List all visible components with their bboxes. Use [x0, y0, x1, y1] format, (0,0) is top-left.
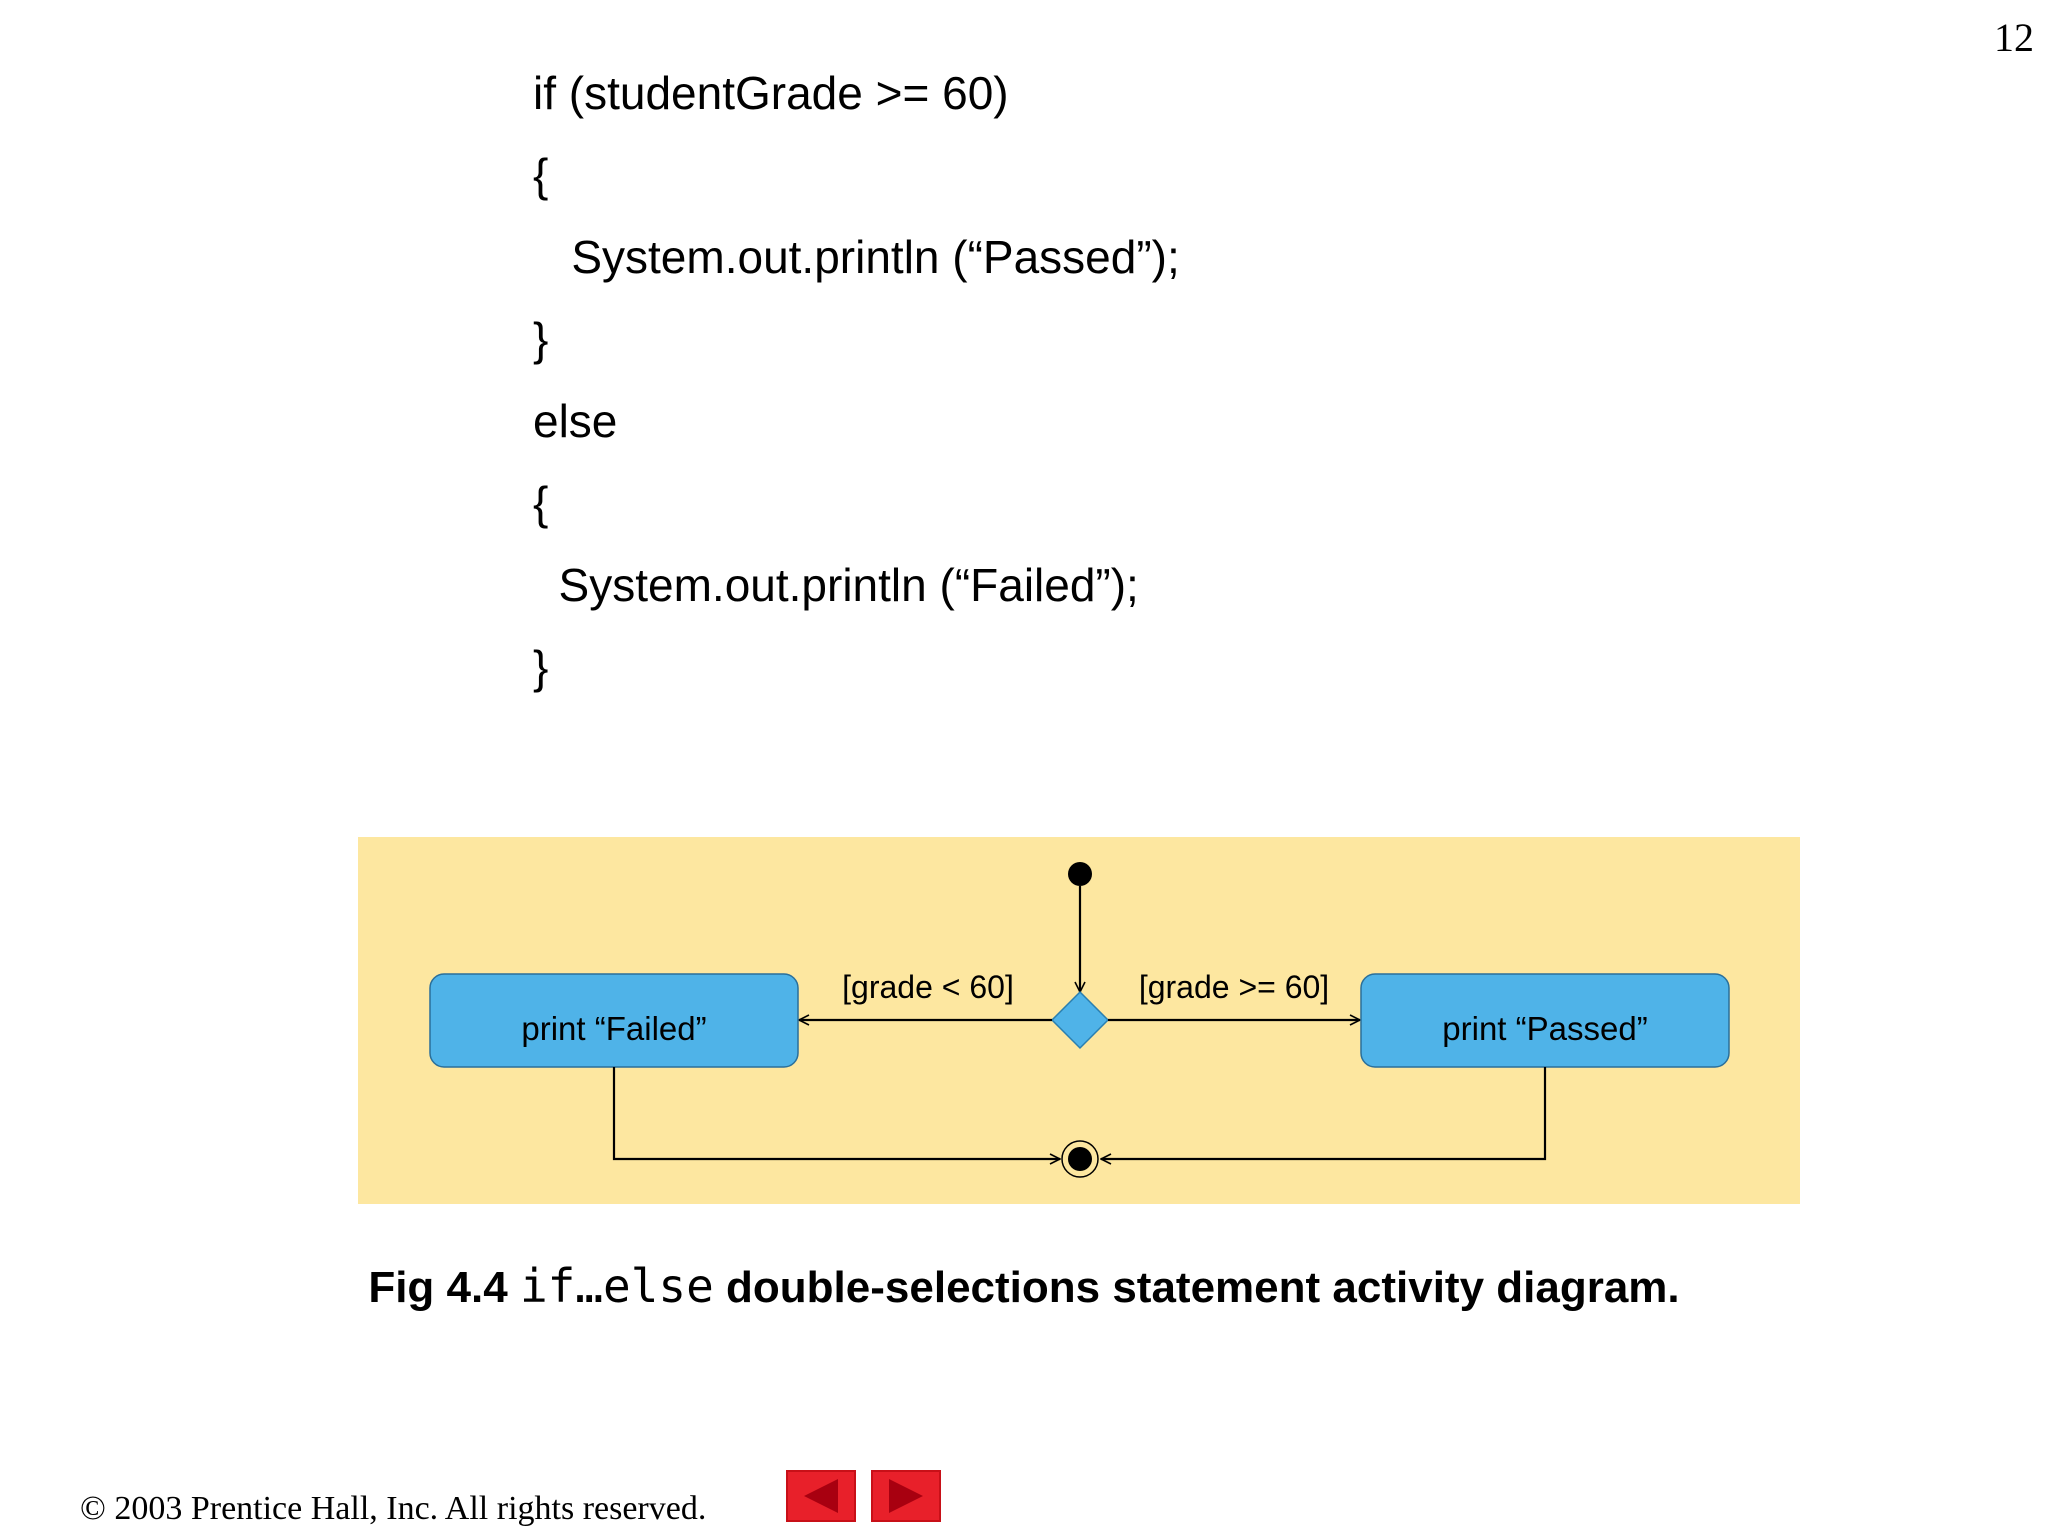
guard-less-than: [grade < 60]	[842, 969, 1014, 1005]
print-passed-label: print “Passed”	[1442, 1010, 1647, 1047]
print-failed-label: print “Failed”	[521, 1010, 706, 1047]
passed-to-final-arrow	[1101, 1067, 1547, 1159]
code-line: {	[533, 477, 549, 529]
code-line: }	[533, 313, 549, 365]
figure-caption: Fig 4.4 if…else double-selections statem…	[0, 1259, 2048, 1313]
left-triangle-icon	[804, 1479, 838, 1513]
caption-code: if…else	[519, 1259, 714, 1313]
code-line: if (studentGrade >= 60)	[533, 67, 1009, 119]
copyright-notice: © 2003 Prentice Hall, Inc. All rights re…	[80, 1490, 707, 1527]
decision-diamond	[1050, 990, 1110, 1050]
next-slide-button[interactable]	[871, 1470, 941, 1522]
code-line: else	[533, 395, 618, 447]
code-line: System.out.println (“Failed”);	[533, 559, 1139, 611]
activity-diagram: [grade < 60] [grade >= 60] print “Failed…	[358, 837, 1800, 1204]
initial-node	[1068, 862, 1092, 886]
code-line: System.out.println (“Passed”);	[533, 231, 1180, 283]
guard-greater-equal: [grade >= 60]	[1139, 969, 1329, 1005]
caption-suffix: double-selections statement activity dia…	[726, 1263, 1680, 1312]
page-number: 12	[1994, 15, 2034, 60]
final-node-ring	[1061, 1140, 1099, 1178]
failed-to-final-arrow	[612, 1067, 1060, 1159]
activity-diagram-canvas: [grade < 60] [grade >= 60] print “Failed…	[429, 862, 1730, 1178]
right-triangle-icon	[889, 1479, 923, 1513]
code-line: }	[533, 641, 549, 693]
final-node	[1068, 1147, 1092, 1171]
code-line: {	[533, 149, 549, 201]
previous-slide-button[interactable]	[786, 1470, 856, 1522]
caption-prefix: Fig 4.4	[368, 1263, 508, 1312]
